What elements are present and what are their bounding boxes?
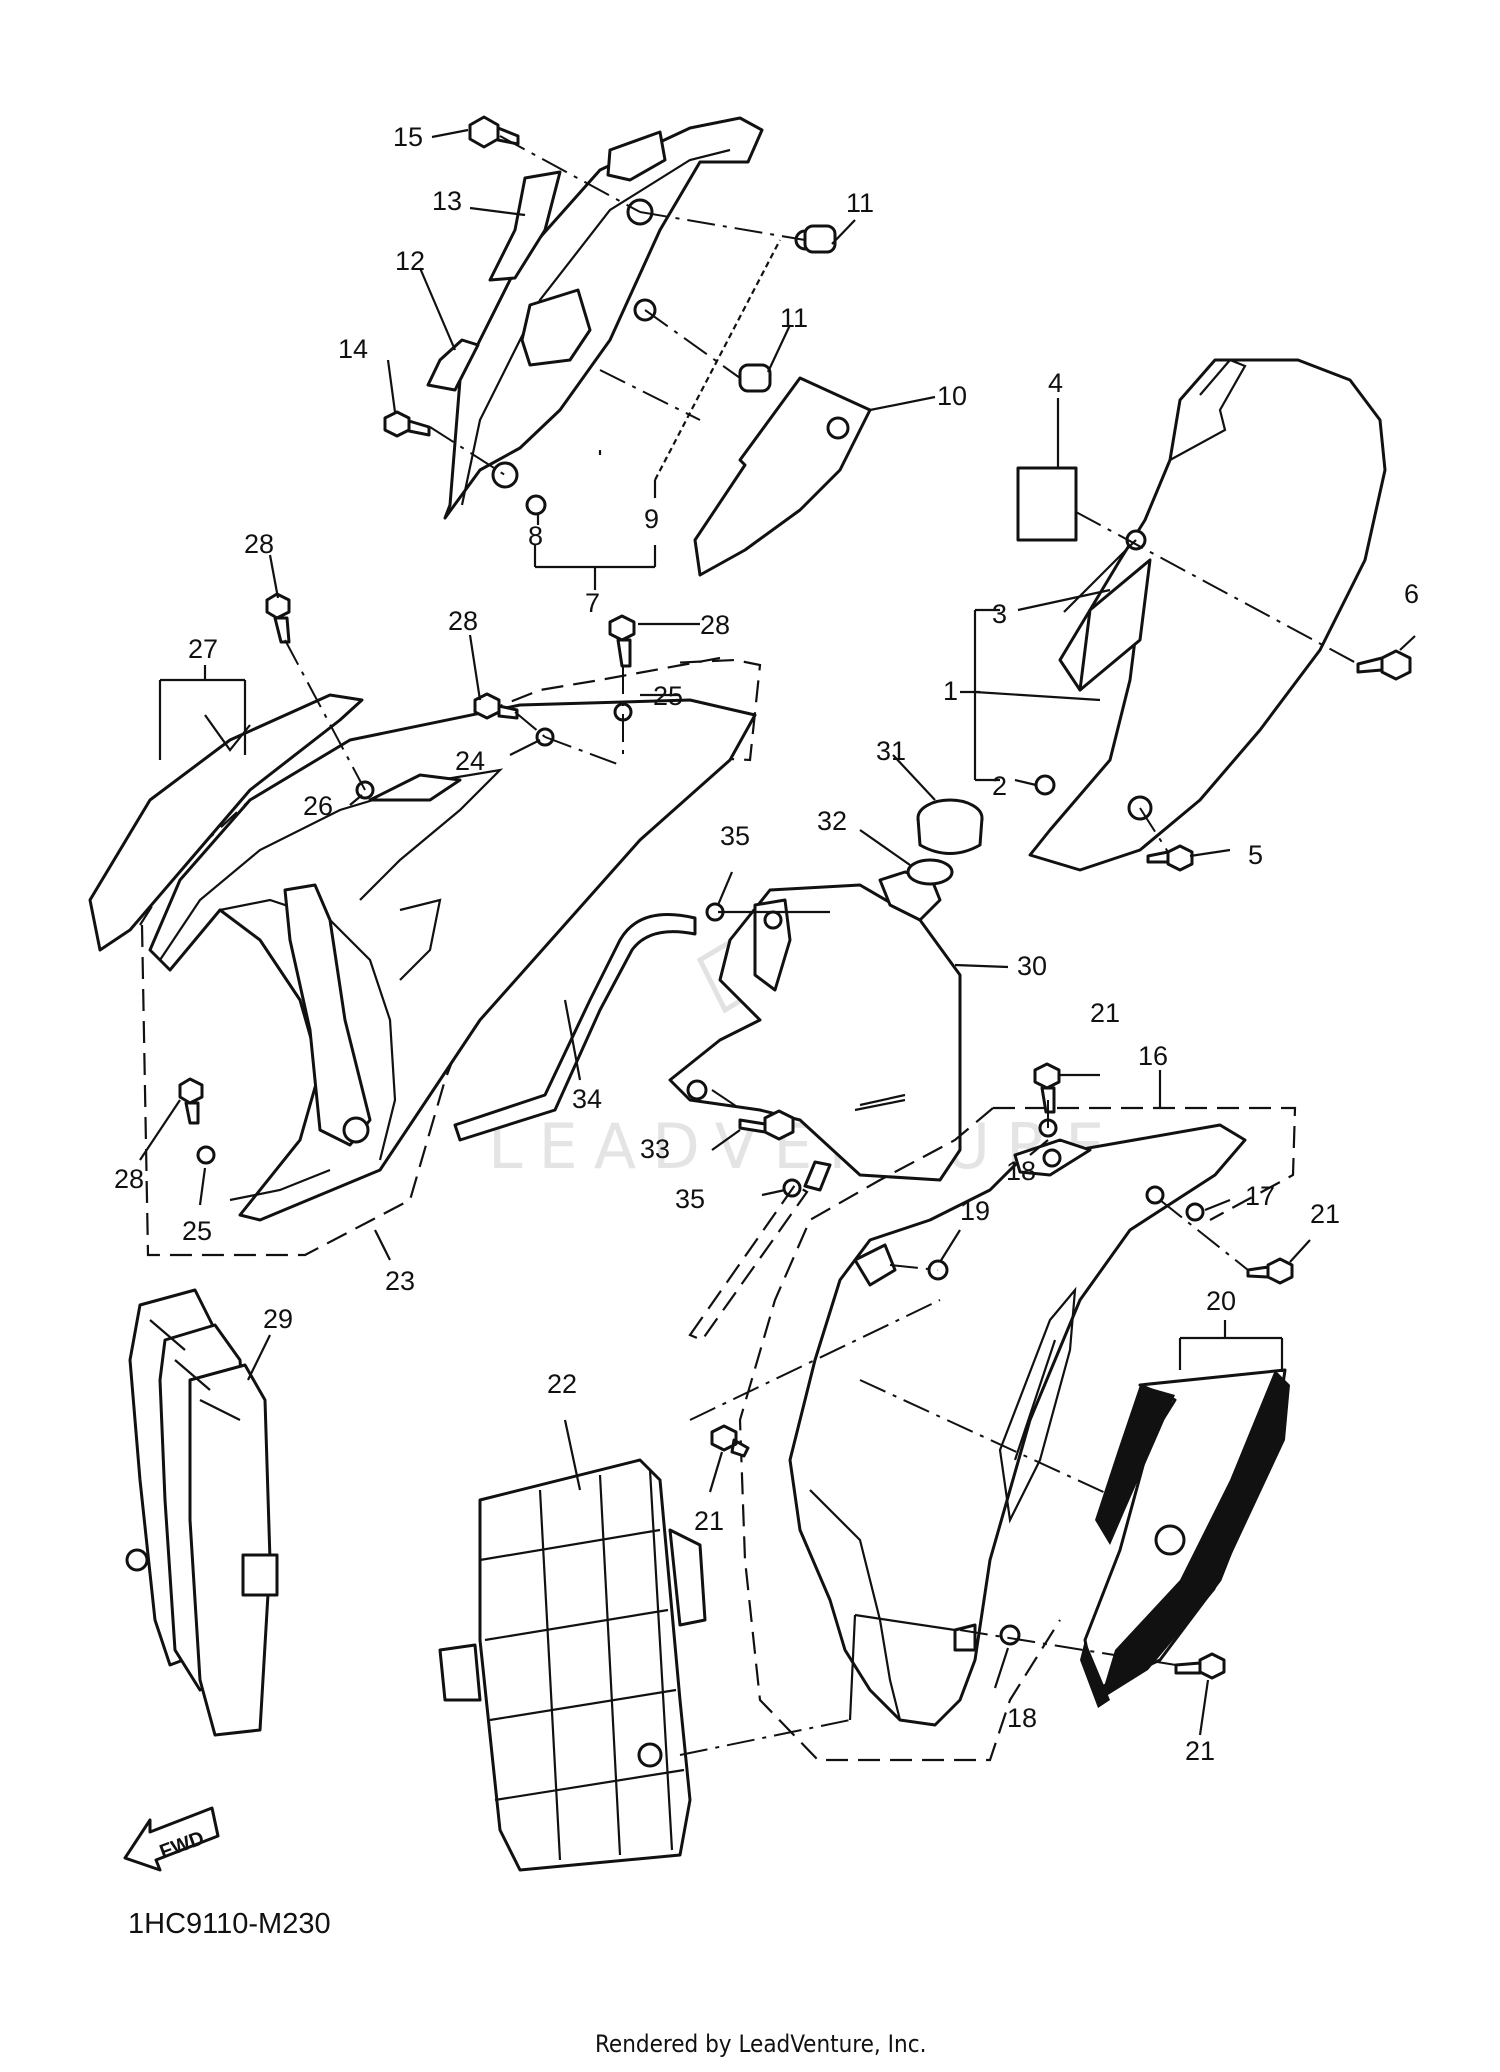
callout: 28 (244, 529, 274, 559)
callout: 15 (393, 122, 423, 152)
callout: 29 (263, 1304, 293, 1334)
callout: 1 (943, 676, 958, 706)
callout: 6 (1404, 579, 1419, 609)
callout: 30 (1017, 951, 1047, 981)
callout: 19 (960, 1196, 990, 1226)
diagram-code: 1HC9110-M230 (128, 1908, 331, 1940)
decal-27 (88, 693, 364, 952)
watermark-text: LEADVENTURE (488, 1110, 1120, 1183)
fuel-tank-assembly (453, 754, 1009, 1342)
callout: 5 (1248, 840, 1263, 870)
callout: 35 (720, 821, 750, 851)
callout: 12 (395, 246, 425, 276)
callout: 34 (572, 1084, 602, 1114)
callout: 21 (1090, 998, 1120, 1028)
gasket-32 (906, 858, 954, 886)
callout: 23 (385, 1266, 415, 1296)
foam-13 (488, 170, 562, 282)
credit-text: Rendered by LeadVenture, Inc. (595, 2030, 926, 2058)
callout: 18 (1006, 1156, 1036, 1186)
callout: 18 (1007, 1703, 1037, 1733)
callout: 10 (937, 381, 967, 411)
hose-34 (453, 913, 697, 1142)
callout: 35 (675, 1184, 705, 1214)
callout: 4 (1048, 368, 1063, 398)
callout: 32 (817, 806, 847, 836)
callout: 14 (338, 334, 368, 364)
plate-10 (693, 376, 872, 577)
callout: 7 (585, 588, 600, 618)
side-cover-assembly (960, 358, 1416, 872)
callout: 33 (640, 1134, 670, 1164)
callout: 21 (694, 1506, 724, 1536)
callout: 13 (432, 186, 462, 216)
callout: 8 (528, 521, 543, 551)
right-shroud-assembly (689, 1062, 1311, 1762)
callout: 25 (653, 681, 683, 711)
left-shroud-assembly (88, 554, 762, 1261)
fwd-arrow-icon: FWD (123, 1806, 220, 1872)
foam-12 (426, 338, 480, 392)
radiator-guard-22 (438, 1419, 956, 1872)
callout: 2 (992, 771, 1007, 801)
airbox-cover-assembly (383, 115, 936, 590)
label-4 (1016, 466, 1078, 542)
callout: 21 (1185, 1736, 1215, 1766)
callout: 22 (547, 1369, 577, 1399)
callout: 11 (780, 303, 808, 333)
callout: 27 (188, 634, 218, 664)
callout: 28 (448, 606, 478, 636)
callout: 26 (303, 791, 333, 821)
callout: 25 (182, 1216, 212, 1246)
callout: 11 (846, 188, 874, 218)
callout: 24 (455, 746, 485, 776)
callout: 28 (114, 1164, 144, 1194)
callout: 16 (1138, 1041, 1168, 1071)
callout: 20 (1206, 1286, 1236, 1316)
callout-numbers: 1 2 3 4 5 6 7 8 9 10 11 11 12 13 14 15 1… (114, 122, 1419, 1766)
callout: 17 (1245, 1181, 1275, 1211)
watermark: LEADVENTURE (488, 927, 1120, 1183)
callout: 31 (876, 736, 906, 766)
callout: 28 (700, 610, 730, 640)
callout: 9 (644, 504, 659, 534)
callout: 21 (1310, 1199, 1340, 1229)
radiator-guard-29 (125, 1288, 279, 1737)
callout: 3 (992, 599, 1007, 629)
